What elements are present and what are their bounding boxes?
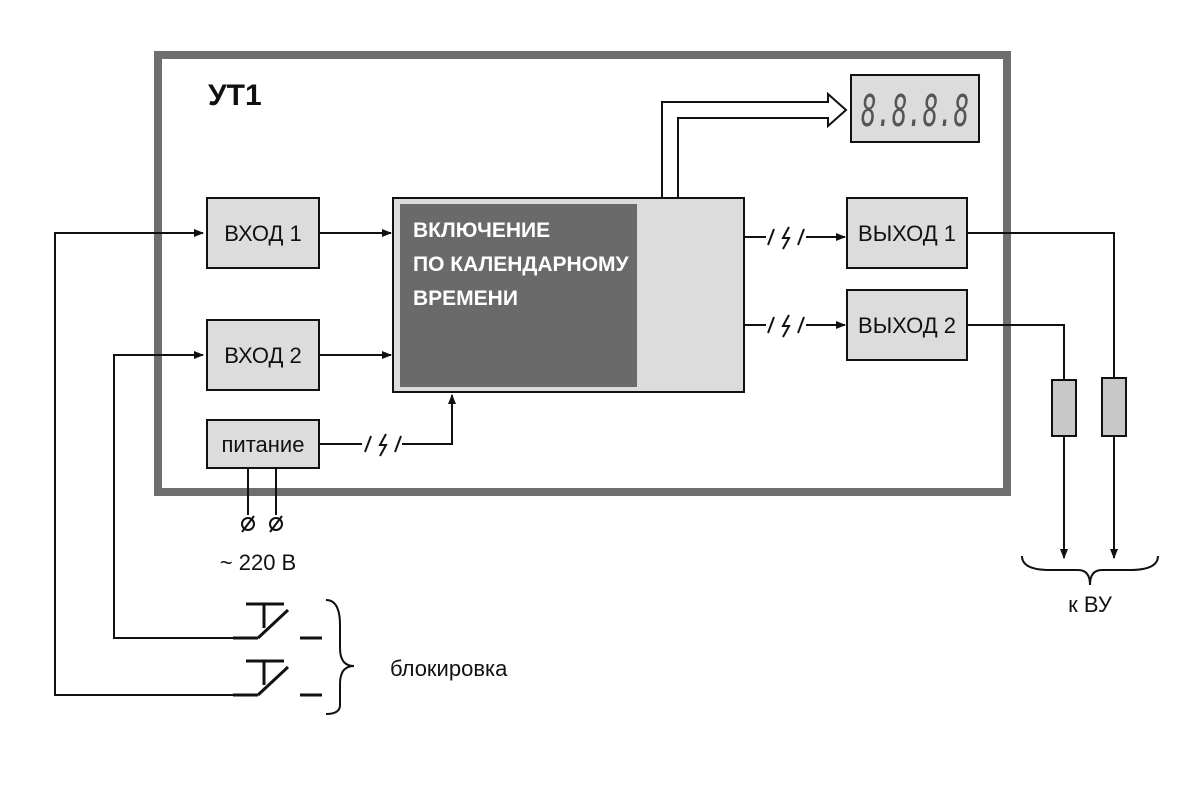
input-1-label: ВХОД 1 [224, 221, 302, 246]
output-1-label: ВЫХОД 1 [858, 221, 956, 246]
blocking-switch-icon-2 [233, 659, 322, 697]
calendar-label-line-2: ПО КАЛЕНДАРНОМУ [413, 253, 630, 276]
device-title: УТ1 [208, 79, 262, 112]
supply-label: ~ 220 В [220, 550, 296, 575]
target-label: к ВУ [1068, 592, 1113, 617]
input-2-label: ВХОД 2 [224, 343, 302, 368]
power-label: питание [222, 432, 305, 457]
output-2-block [846, 289, 968, 361]
switch-2-wire [113, 351, 233, 639]
output-1-isolation-icon [767, 226, 805, 250]
target-brace [1021, 555, 1159, 586]
input-2-block [206, 319, 320, 391]
output-2-wire [967, 324, 1065, 380]
display-data-arrow [661, 91, 848, 199]
power-terminal-icon-2 [269, 515, 283, 533]
led-display-digits: 8.8.8.8 [861, 86, 969, 137]
power-isolation-icon [364, 433, 402, 457]
load-resistor-2 [1051, 379, 1077, 437]
calendar-block-inner [400, 204, 637, 387]
device-frame [154, 51, 1011, 496]
led-display [850, 74, 980, 143]
switch-1-wire [54, 229, 233, 696]
blocking-brace [325, 599, 355, 715]
blocking-switch-icon-1 [233, 602, 322, 640]
input-1-block [206, 197, 320, 269]
power-terminal-icon-1 [241, 515, 255, 533]
output-1-wire [967, 232, 1115, 378]
blocking-label: блокировка [390, 656, 508, 681]
output-2-label: ВЫХОД 2 [858, 313, 956, 338]
power-to-main-line [319, 395, 452, 445]
calendar-label-line-3: ВРЕМЕНИ [413, 287, 518, 310]
load-resistor-1 [1101, 377, 1127, 437]
calendar-label-line-1: ВКЛЮЧЕНИЕ [413, 219, 550, 242]
output-2-isolation-icon [767, 314, 805, 338]
